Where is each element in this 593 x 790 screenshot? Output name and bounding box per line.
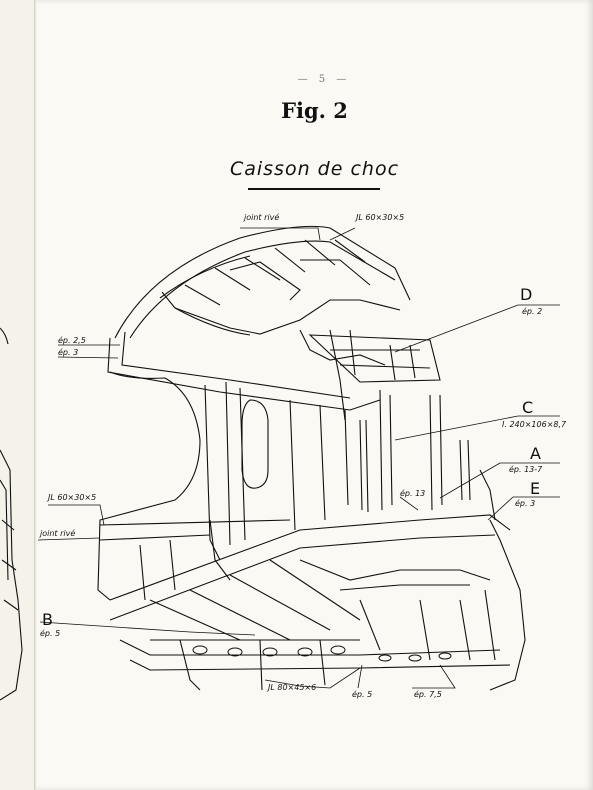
- label-angle-left: JL 60×30×5: [48, 493, 97, 502]
- label-ep-2: ép. 2: [522, 307, 543, 316]
- page-number: — 5 —: [297, 74, 351, 85]
- title-underline: [248, 188, 380, 190]
- label-I-beam: I. 240×106×8,7: [502, 420, 567, 429]
- label-ep-3-right: ép. 3: [515, 499, 536, 508]
- label-angle-top: JL 60×30×5: [356, 213, 405, 222]
- label-ep-75: ép. 7,5: [414, 690, 442, 699]
- left-page-drawing-fragment: [0, 327, 23, 701]
- label-ep-3-left: ép. 3: [58, 348, 79, 357]
- label-ep-5-left: ép. 5: [40, 629, 61, 638]
- front-frame: [97, 331, 381, 601]
- label-ep-13-7: ép. 13-7: [509, 465, 543, 474]
- label-ep-13: ép. 13: [400, 489, 426, 498]
- figure-number: Fig. 2: [281, 98, 348, 123]
- floor-frame: [99, 469, 526, 691]
- floor-beam-holes: [192, 645, 452, 662]
- label-E: E: [530, 479, 541, 498]
- label-joint-rive-top: joint rivé: [244, 213, 280, 222]
- roof-plate-D: [308, 334, 441, 383]
- left-page-edge: [0, 0, 35, 790]
- label-C: C: [522, 398, 534, 417]
- label-B: B: [42, 610, 53, 629]
- label-D: D: [520, 285, 533, 304]
- leader-lines: [37, 227, 560, 689]
- label-angle-bottom: JL 80×45×6: [268, 683, 317, 692]
- label-ep-25: ép. 2,5: [58, 336, 86, 345]
- figure-title: Caisson de choc: [229, 158, 400, 180]
- roof-shell: [114, 225, 411, 339]
- label-A: A: [530, 444, 541, 463]
- interior-columns: [299, 329, 471, 513]
- label-ep-5-bottom: ép. 5: [352, 690, 373, 699]
- right-page: [36, 0, 593, 790]
- label-joint-rive-left: joint rivé: [40, 529, 76, 538]
